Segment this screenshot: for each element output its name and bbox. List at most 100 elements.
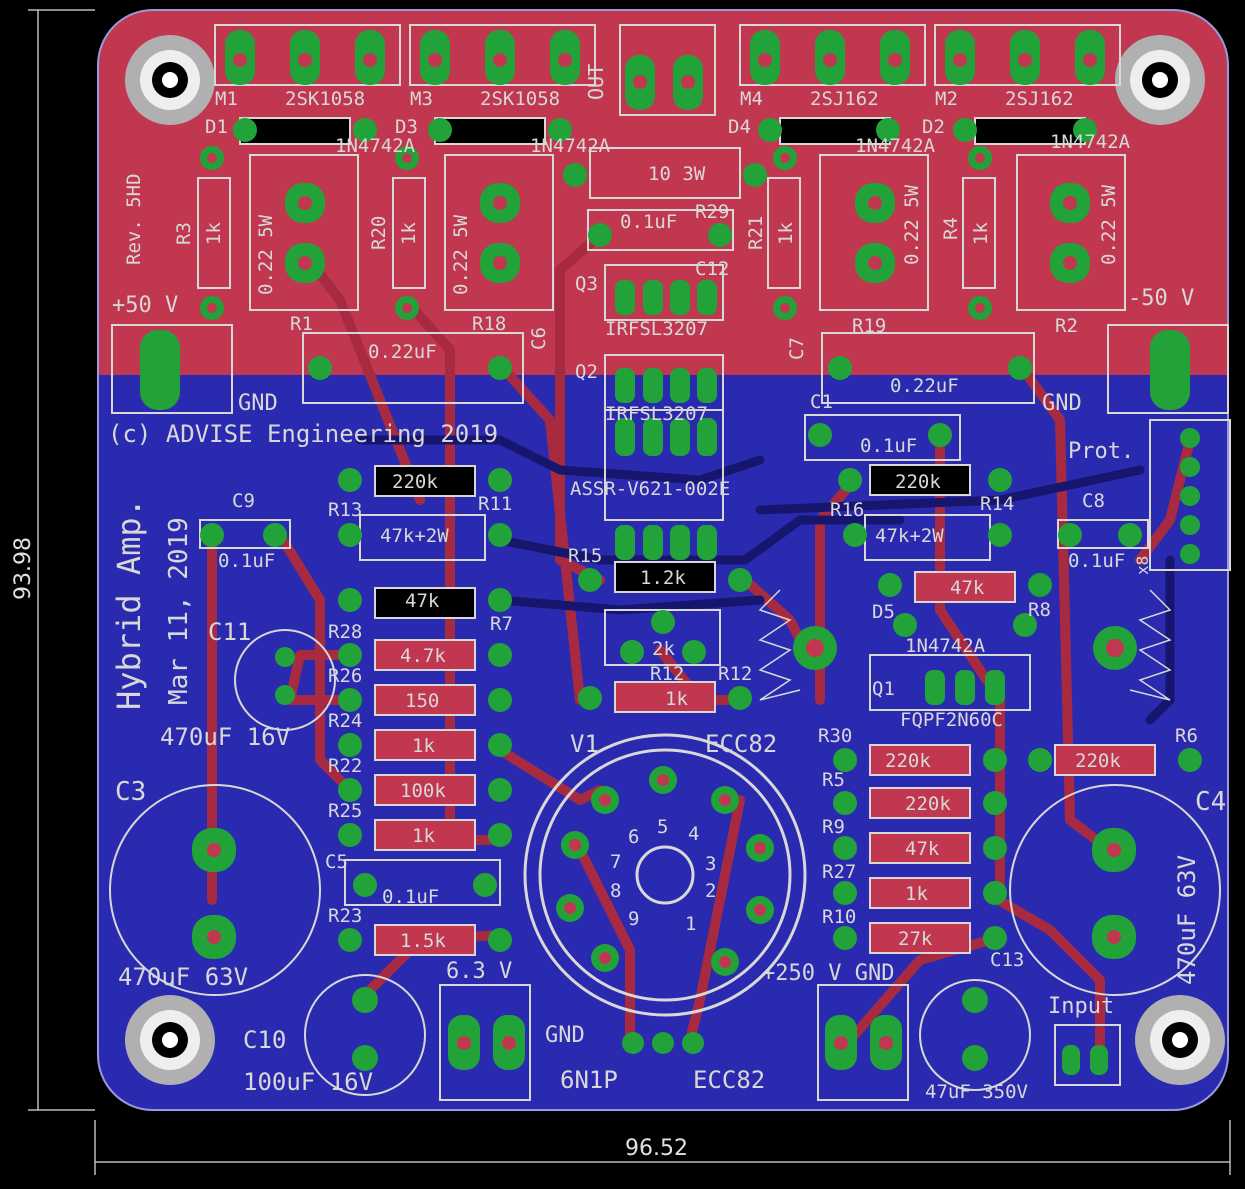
r6-ref: R6 bbox=[1175, 725, 1198, 747]
q2-ref: Q2 bbox=[575, 361, 598, 383]
v1-ecc82-label: ECC82 bbox=[705, 730, 777, 758]
tube-6n1p-label: 6N1P bbox=[560, 1066, 618, 1094]
r12-ref-b: R12 bbox=[718, 663, 752, 685]
zener-c: 1N4742A bbox=[855, 135, 936, 157]
r26-ref: R26 bbox=[328, 665, 362, 687]
m3-ref: M3 bbox=[410, 88, 433, 110]
d2-ref: D2 bbox=[922, 116, 945, 138]
m1-part: 2SK1058 bbox=[285, 88, 365, 110]
x8-label: x8 bbox=[1133, 556, 1152, 575]
out-label: OUT bbox=[584, 64, 608, 100]
r21-ref: R21 bbox=[745, 216, 767, 250]
c10-ref: C10 bbox=[243, 1026, 286, 1054]
r22-ref: R22 bbox=[328, 755, 362, 777]
mosfet-drills bbox=[233, 53, 1097, 89]
d1-ref: D1 bbox=[205, 116, 228, 138]
mosfet-pads bbox=[225, 30, 1105, 110]
tube-pin-3: 3 bbox=[705, 853, 716, 875]
zener-diodes bbox=[239, 117, 1086, 145]
r5-value: 220k bbox=[905, 793, 951, 815]
r23-ref: R23 bbox=[328, 905, 362, 927]
r10-value: 27k bbox=[898, 928, 933, 950]
tube-pin-8: 8 bbox=[610, 880, 621, 902]
c8-value: 0.1uF bbox=[1068, 550, 1125, 572]
c5-ref: C5 bbox=[325, 851, 348, 873]
tube-ecc82-label: ECC82 bbox=[693, 1066, 765, 1094]
m3-part: 2SK1058 bbox=[480, 88, 560, 110]
pad-drills bbox=[207, 153, 1124, 1050]
r28-ref: R28 bbox=[328, 621, 362, 643]
q1-part: FQPF2N60C bbox=[900, 709, 1003, 731]
q2-part: IRFSL3207 bbox=[605, 403, 708, 425]
r4-ref: R4 bbox=[940, 217, 962, 240]
zener-b: 1N4742A bbox=[530, 135, 611, 157]
c7-ref: C7 bbox=[786, 337, 808, 360]
r27-ref: R27 bbox=[822, 861, 856, 883]
trim-value: 2k bbox=[652, 638, 675, 660]
power-connectors bbox=[111, 324, 1231, 1101]
height-dimension: 93.98 bbox=[11, 537, 36, 600]
bottom-traces bbox=[355, 435, 1175, 725]
r21-value: 1k bbox=[775, 222, 797, 245]
r25-ref: R25 bbox=[328, 800, 362, 822]
r24-value: 1k bbox=[412, 735, 435, 757]
r11-ref: R11 bbox=[478, 493, 512, 515]
copyright-label: (c) ADVISE Engineering 2019 bbox=[108, 420, 498, 448]
r28-value: 4.7k bbox=[400, 645, 446, 667]
r5-ref: R5 bbox=[822, 769, 845, 791]
rsense-c: 0.22 5W bbox=[901, 184, 923, 265]
c11-value: 470uF 16V bbox=[160, 723, 290, 751]
m4-part: 2SJ162 bbox=[810, 88, 879, 110]
v1-label: V1 bbox=[570, 730, 599, 758]
d5-ref: D5 bbox=[872, 601, 895, 623]
tube-pin-2: 2 bbox=[705, 880, 716, 902]
gnd-heater-label: GND bbox=[545, 1023, 585, 1048]
rev-label: Rev. 5HD bbox=[123, 173, 145, 265]
gnd-right-label: GND bbox=[1042, 391, 1082, 416]
c3-ref: C3 bbox=[115, 777, 146, 807]
q1-ref: Q1 bbox=[872, 678, 895, 700]
r22-value: 100k bbox=[400, 780, 446, 802]
r24-ref: R24 bbox=[328, 710, 362, 732]
d4-ref: D4 bbox=[728, 116, 751, 138]
r16-ref: R16 bbox=[830, 499, 864, 521]
r7-value: 47k bbox=[405, 590, 440, 612]
title-label: Hybrid Amp. bbox=[110, 498, 148, 710]
silkscreen-text: Rev. 5HD (c) ADVISE Engineering 2019 Hyb… bbox=[108, 64, 1226, 1103]
r8-value: 47k bbox=[950, 577, 985, 599]
sense-resistor-outlines bbox=[249, 147, 1126, 404]
c8-ref: C8 bbox=[1082, 490, 1105, 512]
zener-a: 1N4742A bbox=[335, 135, 416, 157]
r30-ref: R30 bbox=[818, 725, 852, 747]
r20-value: 1k bbox=[398, 222, 420, 245]
tube-pin-7: 7 bbox=[610, 851, 621, 873]
m2-ref: M2 bbox=[935, 88, 958, 110]
r3-ref: R3 bbox=[173, 222, 195, 245]
d5-part: 1N4742A bbox=[905, 635, 986, 657]
q3-part: IRFSL3207 bbox=[605, 318, 708, 340]
c6-value: 0.22uF bbox=[368, 341, 437, 363]
r27-value: 1k bbox=[905, 883, 928, 905]
r7-ref: R7 bbox=[490, 613, 513, 635]
input-label: Input bbox=[1048, 994, 1114, 1019]
plus50-label: +50 V bbox=[112, 293, 178, 318]
r2-ref: R2 bbox=[1055, 315, 1078, 337]
r16-value: 220k bbox=[895, 471, 941, 493]
r30-value: 220k bbox=[885, 750, 931, 772]
zener-d: 1N4742A bbox=[1050, 131, 1131, 153]
c12-ref: C12 bbox=[695, 258, 729, 280]
tube-socket bbox=[523, 733, 807, 1017]
m4-ref: M4 bbox=[740, 88, 763, 110]
dimension-lines bbox=[28, 9, 1231, 1175]
c7-value: 0.22uF bbox=[890, 375, 959, 397]
r25-value: 1k bbox=[412, 825, 435, 847]
tube-pin-1: 1 bbox=[685, 913, 696, 935]
r15-value: 1.2k bbox=[640, 567, 686, 589]
c9-value: 0.1uF bbox=[218, 550, 275, 572]
v63-label: 6.3 V bbox=[446, 959, 512, 984]
ic-packages bbox=[604, 264, 1031, 711]
c12-value: 0.1uF bbox=[620, 211, 677, 233]
r14-ref: R14 bbox=[980, 493, 1014, 515]
r23-value: 1.5k bbox=[400, 930, 446, 952]
